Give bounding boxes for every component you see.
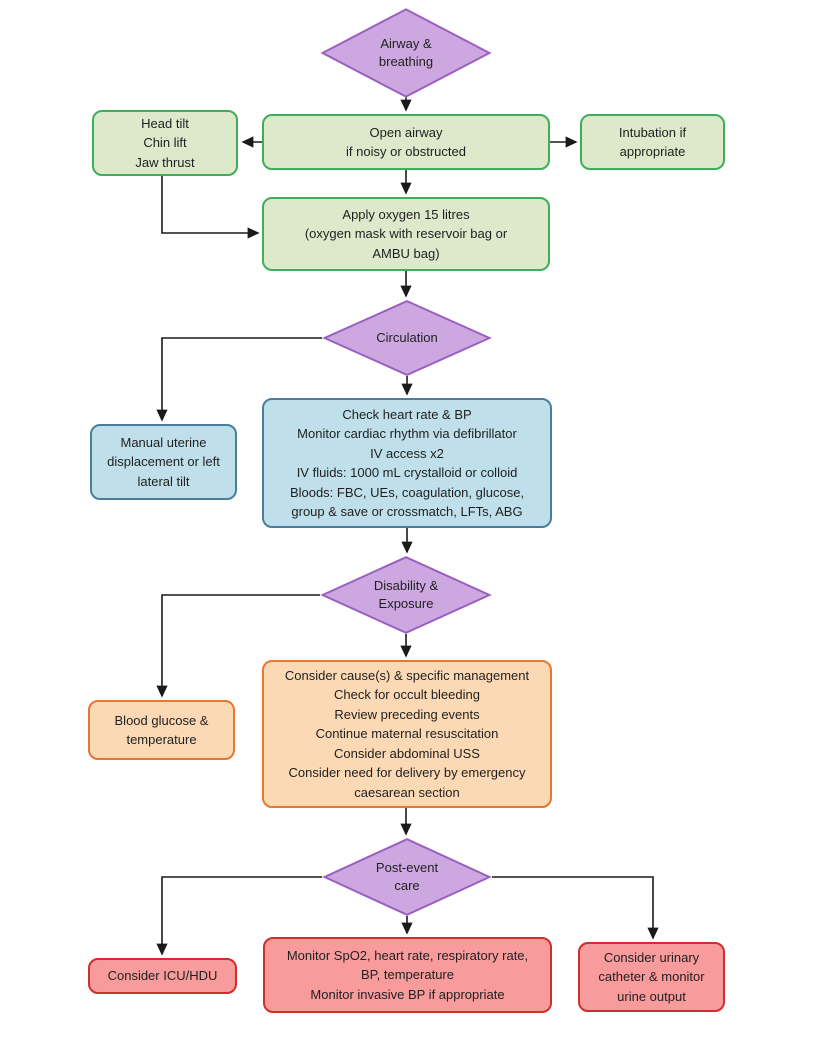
step-consider-icu-hdu-label: Consider ICU/HDU [107, 968, 218, 984]
step-apply-oxygen: Apply oxygen 15 litres (oxygen mask with… [262, 197, 550, 271]
step-circulation-actions: Check heart rate & BP Monitor cardiac rh… [262, 398, 552, 528]
connector-circulation-to-manual-uterine [156, 337, 322, 422]
step-head-tilt: Head tilt Chin lift Jaw thrust [92, 110, 238, 176]
step-open-airway-label: Open airway if noisy or obstructed [346, 124, 466, 160]
step-urinary-catheter-label: Consider urinary catheter & monitor urin… [598, 949, 705, 1004]
step-blood-glucose-temperature-label: Blood glucose & temperature [114, 712, 209, 748]
connector-head-tilt-to-apply-oxygen [161, 176, 260, 239]
step-disability-actions-label: Consider cause(s) & specific management … [284, 667, 530, 800]
decision-circulation-label: Circulation [376, 329, 438, 345]
step-monitor-observations: Monitor SpO2, heart rate, respiratory ra… [263, 937, 552, 1013]
step-head-tilt-label: Head tilt Chin lift Jaw thrust [135, 115, 195, 170]
decision-disability-exposure: Disability & Exposure [320, 556, 492, 634]
diamond-shape [320, 556, 492, 634]
connector-post-event-to-icu [156, 876, 322, 956]
decision-airway-breathing-label: Airway & breathing [378, 35, 434, 69]
step-open-airway: Open airway if noisy or obstructed [262, 114, 550, 170]
decision-airway-breathing: Airway & breathing [320, 8, 492, 98]
step-monitor-observations-label: Monitor SpO2, heart rate, respiratory ra… [286, 947, 529, 1002]
diamond-shape [320, 8, 492, 98]
step-intubation: Intubation if appropriate [580, 114, 725, 170]
diamond-shape [322, 300, 492, 376]
decision-circulation: Circulation [322, 300, 492, 376]
diamond-shape [322, 838, 492, 916]
connector-disability-to-blood-glucose [156, 594, 320, 698]
step-urinary-catheter: Consider urinary catheter & monitor urin… [578, 942, 725, 1012]
step-disability-actions: Consider cause(s) & specific management … [262, 660, 552, 808]
step-circulation-actions-label: Check heart rate & BP Monitor cardiac rh… [289, 406, 525, 520]
step-manual-uterine-displacement: Manual uterine displacement or left late… [90, 424, 237, 500]
step-apply-oxygen-label: Apply oxygen 15 litres (oxygen mask with… [304, 206, 508, 261]
decision-disability-exposure-label: Disability & Exposure [373, 577, 439, 611]
decision-post-event-care: Post-event care [322, 838, 492, 916]
step-consider-icu-hdu: Consider ICU/HDU [88, 958, 237, 994]
step-blood-glucose-temperature: Blood glucose & temperature [88, 700, 235, 760]
connector-post-event-to-urinary [492, 876, 659, 940]
step-manual-uterine-displacement-label: Manual uterine displacement or left late… [107, 434, 220, 489]
step-intubation-label: Intubation if appropriate [618, 124, 687, 160]
decision-post-event-care-label: Post-event care [375, 859, 439, 893]
